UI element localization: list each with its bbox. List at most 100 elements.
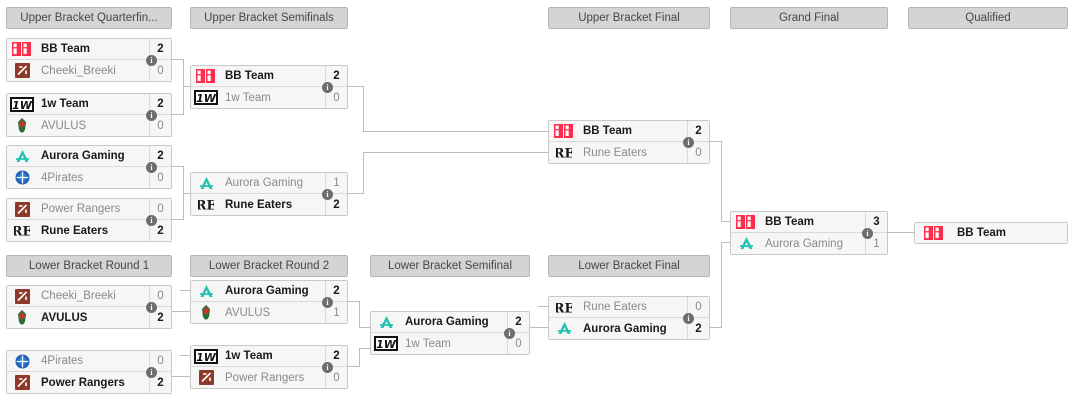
round-header-label: Upper Bracket Final xyxy=(578,12,680,24)
match-row-top[interactable]: 4Pirates 0 xyxy=(7,351,171,372)
match-lb-r2-2[interactable]: 1W 1w Team 2 Power Rangers 0 i xyxy=(190,345,348,389)
round-header-ub-quarterfinals[interactable]: Upper Bracket Quarterfin... xyxy=(6,7,172,29)
match-lb-r1-1[interactable]: Cheeki_Breeki 0 AVULUS 2 i xyxy=(6,285,172,329)
match-ub-final[interactable]: BB Team 2 RE Rune Eaters 0 i xyxy=(548,120,710,164)
match-row-bottom[interactable]: RE Rune Eaters 2 xyxy=(191,194,347,215)
connector xyxy=(180,355,190,356)
match-row-top[interactable]: Cheeki_Breeki 0 xyxy=(7,286,171,307)
match-info-icon[interactable]: i xyxy=(322,297,333,308)
match-row-bottom[interactable]: AVULUS 0 xyxy=(7,115,171,136)
match-row-top[interactable]: Aurora Gaming 2 xyxy=(371,312,529,333)
round-header-label: Lower Bracket Final xyxy=(578,260,680,272)
team-name: BB Team xyxy=(225,70,274,82)
info-glyph: i xyxy=(326,189,329,199)
match-row-top[interactable]: RE Rune Eaters 0 xyxy=(549,297,709,318)
match-row-top[interactable]: BB Team 3 xyxy=(731,212,887,233)
match-row-top[interactable]: BB Team 2 xyxy=(7,39,171,60)
round-header-label: Lower Bracket Round 2 xyxy=(208,260,330,272)
match-row-top[interactable]: Power Rangers 0 xyxy=(7,199,171,220)
team-score: 2 xyxy=(149,39,171,59)
match-row-top[interactable]: 1W 1w Team 2 xyxy=(7,94,171,115)
team-score: 3 xyxy=(865,212,887,232)
match-info-icon[interactable]: i xyxy=(862,228,873,239)
match-ub-sf-2[interactable]: Aurora Gaming 1 RE Rune Eaters 2 i xyxy=(190,172,348,216)
match-lb-r1-2[interactable]: 4Pirates 0 Power Rangers 2 i xyxy=(6,350,172,394)
match-row-top[interactable]: BB Team xyxy=(915,223,1067,243)
aurora-gaming-logo xyxy=(373,313,399,332)
connector xyxy=(359,327,370,328)
connector xyxy=(363,152,548,153)
match-row-bottom[interactable]: AVULUS 2 xyxy=(7,307,171,328)
match-row-top[interactable]: Aurora Gaming 1 xyxy=(191,173,347,194)
qualified-team-box[interactable]: BB Team xyxy=(914,222,1068,244)
team-name: AVULUS xyxy=(41,311,88,324)
match-row-top[interactable]: 1W 1w Team 2 xyxy=(191,346,347,367)
team-name: 1w Team xyxy=(41,98,89,110)
match-row-bottom[interactable]: Aurora Gaming 1 xyxy=(731,233,887,254)
team-score: 0 xyxy=(149,351,171,371)
connector xyxy=(721,242,730,243)
match-row-bottom[interactable]: Cheeki_Breeki 0 xyxy=(7,60,171,81)
round-header-qualified[interactable]: Qualified xyxy=(908,7,1068,29)
match-info-icon[interactable]: i xyxy=(322,189,333,200)
match-row-bottom[interactable]: Aurora Gaming 2 xyxy=(549,318,709,339)
match-row-bottom[interactable]: RE Rune Eaters 0 xyxy=(549,142,709,163)
match-info-icon[interactable]: i xyxy=(683,313,694,324)
match-ub-qf-1[interactable]: BB Team 2 Cheeki_Breeki 0 i xyxy=(6,38,172,82)
match-info-icon[interactable]: i xyxy=(146,110,157,121)
match-info-icon[interactable]: i xyxy=(146,367,157,378)
round-header-lb-round-2[interactable]: Lower Bracket Round 2 xyxy=(190,255,348,277)
4pirates-logo xyxy=(9,352,35,371)
match-info-icon[interactable]: i xyxy=(146,162,157,173)
match-row-bottom[interactable]: 1W 1w Team 0 xyxy=(191,87,347,108)
match-info-icon[interactable]: i xyxy=(322,362,333,373)
match-row-bottom[interactable]: Power Rangers 2 xyxy=(7,372,171,393)
power-rangers-logo xyxy=(9,373,35,392)
round-header-label: Upper Bracket Semifinals xyxy=(204,12,334,24)
team-score: 2 xyxy=(687,121,709,141)
match-row-top[interactable]: Aurora Gaming 2 xyxy=(7,146,171,167)
match-row-bottom[interactable]: Power Rangers 0 xyxy=(191,367,347,388)
round-header-grand-final[interactable]: Grand Final xyxy=(730,7,888,29)
round-header-ub-final[interactable]: Upper Bracket Final xyxy=(548,7,710,29)
1w-team-logo: 1W xyxy=(9,95,35,114)
match-ub-qf-2[interactable]: 1W 1w Team 2 AVULUS 0 i xyxy=(6,93,172,137)
match-row-bottom[interactable]: AVULUS 1 xyxy=(191,302,347,323)
team-score: 2 xyxy=(507,312,529,332)
connector xyxy=(172,166,184,167)
match-row-bottom[interactable]: 1W 1w Team 0 xyxy=(371,333,529,354)
connector xyxy=(183,193,184,219)
match-row-top[interactable]: BB Team 2 xyxy=(191,66,347,87)
round-header-lb-round-1[interactable]: Lower Bracket Round 1 xyxy=(6,255,172,277)
match-info-icon[interactable]: i xyxy=(146,302,157,313)
connector xyxy=(180,290,190,291)
match-row-bottom[interactable]: 4Pirates 0 xyxy=(7,167,171,188)
match-info-icon[interactable]: i xyxy=(146,215,157,226)
team-name: BB Team xyxy=(41,43,90,55)
info-glyph: i xyxy=(150,55,153,65)
round-header-lb-final[interactable]: Lower Bracket Final xyxy=(548,255,710,277)
team-name: Aurora Gaming xyxy=(41,150,125,162)
match-info-icon[interactable]: i xyxy=(683,137,694,148)
match-grand-final[interactable]: BB Team 3 Aurora Gaming 1 i xyxy=(730,211,888,255)
match-row-top[interactable]: BB Team 2 xyxy=(549,121,709,142)
match-lb-semifinal[interactable]: Aurora Gaming 2 1W 1w Team 0 i xyxy=(370,311,530,355)
team-score: 0 xyxy=(507,333,529,354)
connector xyxy=(359,348,360,366)
match-ub-sf-1[interactable]: BB Team 2 1W 1w Team 0 i xyxy=(190,65,348,109)
round-header-lb-semifinal[interactable]: Lower Bracket Semifinal xyxy=(370,255,530,277)
match-lb-r2-1[interactable]: Aurora Gaming 2 AVULUS 1 i xyxy=(190,280,348,324)
match-row-bottom[interactable]: RE Rune Eaters 2 xyxy=(7,220,171,241)
match-info-icon[interactable]: i xyxy=(504,328,515,339)
team-name: Aurora Gaming xyxy=(405,316,489,328)
team-score: 0 xyxy=(687,142,709,163)
match-lb-final[interactable]: RE Rune Eaters 0 Aurora Gaming 2 i xyxy=(548,296,710,340)
team-score: 0 xyxy=(325,87,347,108)
round-header-ub-semifinals[interactable]: Upper Bracket Semifinals xyxy=(190,7,348,29)
1w-team-logo: 1W xyxy=(193,347,219,366)
match-ub-qf-3[interactable]: Aurora Gaming 2 4Pirates 0 i xyxy=(6,145,172,189)
match-row-top[interactable]: Aurora Gaming 2 xyxy=(191,281,347,302)
match-ub-qf-4[interactable]: Power Rangers 0 RE Rune Eaters 2 i xyxy=(6,198,172,242)
match-info-icon[interactable]: i xyxy=(322,82,333,93)
match-info-icon[interactable]: i xyxy=(146,55,157,66)
